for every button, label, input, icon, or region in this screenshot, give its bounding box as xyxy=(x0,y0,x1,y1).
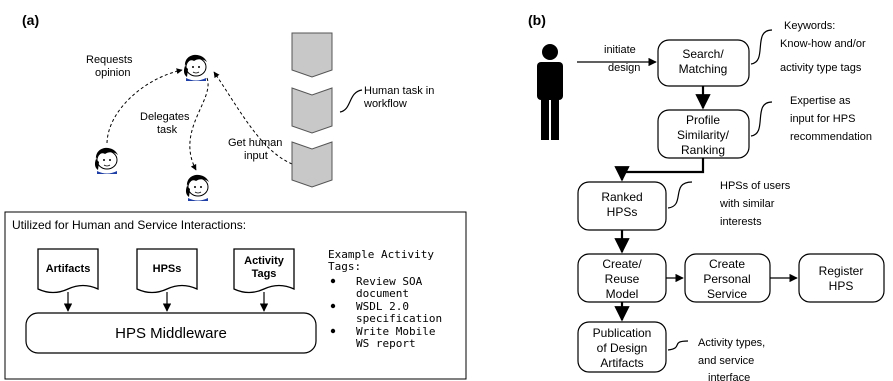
panel-b: (b) initiate design Search/ Matching Key… xyxy=(528,12,885,381)
initiate-label-1: initiate xyxy=(604,44,636,56)
panel-a-label: (a) xyxy=(22,12,39,28)
get-human-input-arrow xyxy=(213,71,293,165)
expertise-label-3: recommendation xyxy=(790,131,872,143)
ranked-label-1: Ranked xyxy=(601,190,642,204)
register-label-1: Register xyxy=(819,264,864,278)
hpss-doc-label: HPSs xyxy=(153,263,182,275)
hpss-users-callout-line xyxy=(667,181,693,209)
keywords-callout-line xyxy=(750,29,773,65)
get-human-input-label-1: Get human xyxy=(228,137,282,149)
example-title-2: Tags: xyxy=(328,260,361,273)
artifacts-doc xyxy=(37,248,99,294)
artifacts-doc-label: Artifacts xyxy=(46,263,91,275)
initiate-label-2: design xyxy=(608,62,640,74)
publication-label-3: Artifacts xyxy=(600,356,643,370)
hps-middleware-box xyxy=(25,312,317,354)
human-task-label-2: workflow xyxy=(363,98,407,110)
keywords-label-2: Know-how and/or xyxy=(780,38,866,50)
example-1-line-2: document xyxy=(356,287,409,300)
example-3-line-1: Write Mobile xyxy=(356,325,435,338)
profile-label-1: Profile xyxy=(686,113,720,127)
register-hps-box xyxy=(798,253,885,303)
requests-opinion-label-2: opinion xyxy=(95,67,130,79)
delegates-task-label-1: Delegates xyxy=(140,111,190,123)
register-label-2: HPS xyxy=(829,279,854,293)
human-task-label-1: Human task in xyxy=(364,85,434,97)
person-icon-top xyxy=(183,54,208,82)
activity-tags-doc xyxy=(233,248,295,294)
hpss-doc xyxy=(136,248,198,294)
keywords-label-1: Keywords: xyxy=(784,20,835,32)
create-reuse-label-2: Reuse xyxy=(605,272,640,286)
workflow-step-2 xyxy=(291,87,333,134)
publication-label-2: of Design xyxy=(597,341,648,355)
workflow-step-1 xyxy=(291,32,333,78)
activity-types-label-2: and service xyxy=(698,355,754,367)
keywords-label-3: activity type tags xyxy=(780,62,862,74)
example-title-1: Example Activity xyxy=(328,248,434,261)
example-2-line-1: WSDL 2.0 xyxy=(356,300,409,313)
profile-to-ranked-arrow xyxy=(614,158,705,182)
delegates-task-arrow xyxy=(189,77,209,171)
expertise-label-1: Expertise as xyxy=(790,95,851,107)
utilized-title: Utilized for Human and Service Interacti… xyxy=(12,218,246,232)
person-icon-left xyxy=(94,147,119,175)
requests-opinion-label-1: Requests xyxy=(86,54,133,66)
hpss-users-label-1: HPSs of users xyxy=(720,180,791,192)
personal-label-3: Service xyxy=(707,287,747,301)
profile-label-3: Ranking xyxy=(681,143,725,157)
personal-label-2: Personal xyxy=(703,272,750,286)
expertise-callout-line xyxy=(750,101,773,137)
hpss-users-label-2: with similar xyxy=(719,198,775,210)
activity-tags-doc-label-1: Activity xyxy=(244,255,285,267)
panel-b-label: (b) xyxy=(528,12,546,28)
requests-opinion-arrow xyxy=(106,68,183,144)
workflow-step-3 xyxy=(291,141,333,188)
hpss-users-label-3: interests xyxy=(720,216,762,228)
profile-label-2: Similarity/ xyxy=(677,128,730,142)
example-bullet-2 xyxy=(330,303,336,309)
example-3-line-2: WS report xyxy=(356,337,416,350)
publication-box xyxy=(577,321,667,373)
activity-types-label-1: Activity types, xyxy=(698,337,765,349)
create-reuse-label-3: Model xyxy=(606,287,639,301)
search-matching-label-2: Matching xyxy=(679,62,728,76)
example-1-line-1: Review SOA xyxy=(356,275,423,288)
personal-label-1: Create xyxy=(709,257,745,271)
human-task-callout-line xyxy=(339,89,363,113)
activity-types-callout-line xyxy=(667,340,689,351)
search-matching-label-1: Search/ xyxy=(682,47,724,61)
activity-tags-doc-label-2: Tags xyxy=(252,268,277,280)
person-icon-bottom xyxy=(185,174,210,202)
user-silhouette-icon xyxy=(537,44,563,140)
publication-label-1: Publication xyxy=(593,326,652,340)
expertise-label-2: input for HPS xyxy=(790,113,855,125)
hps-middleware-label: HPS Middleware xyxy=(115,325,227,342)
panel-a: (a) Requests opinion Delegates task Get … xyxy=(4,12,467,380)
ranked-label-2: HPSs xyxy=(607,205,638,219)
create-reuse-label-1: Create/ xyxy=(602,257,642,271)
delegates-task-label-2: task xyxy=(157,124,178,136)
example-2-line-2: specification xyxy=(356,312,442,325)
example-bullet-1 xyxy=(330,278,336,284)
activity-types-label-3: interface xyxy=(708,372,750,381)
example-bullet-3 xyxy=(330,328,336,334)
get-human-input-label-2: input xyxy=(244,150,268,162)
